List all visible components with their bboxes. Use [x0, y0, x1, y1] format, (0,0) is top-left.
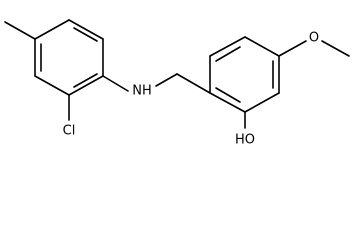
hydroxyl-label: HO [235, 133, 255, 148]
nitrogen-methylene-bond [155, 73, 178, 87]
chlorine-label: Cl [63, 124, 76, 139]
right-benzene-ring [209, 36, 280, 113]
methoxy-oxygen-label: O [309, 31, 319, 46]
methylene-ring-bond [176, 73, 211, 94]
methyl-bond [4, 21, 36, 40]
chemical-structure-diagram: NH Cl O HO [4, 19, 350, 148]
left-benzene-ring [34, 19, 104, 96]
aryl-nitrogen-bond [102, 75, 129, 92]
ring-methoxy-oxygen-bond [278, 40, 307, 57]
methoxy-methyl-bond [321, 40, 350, 57]
nitrogen-label: NH [132, 84, 152, 99]
